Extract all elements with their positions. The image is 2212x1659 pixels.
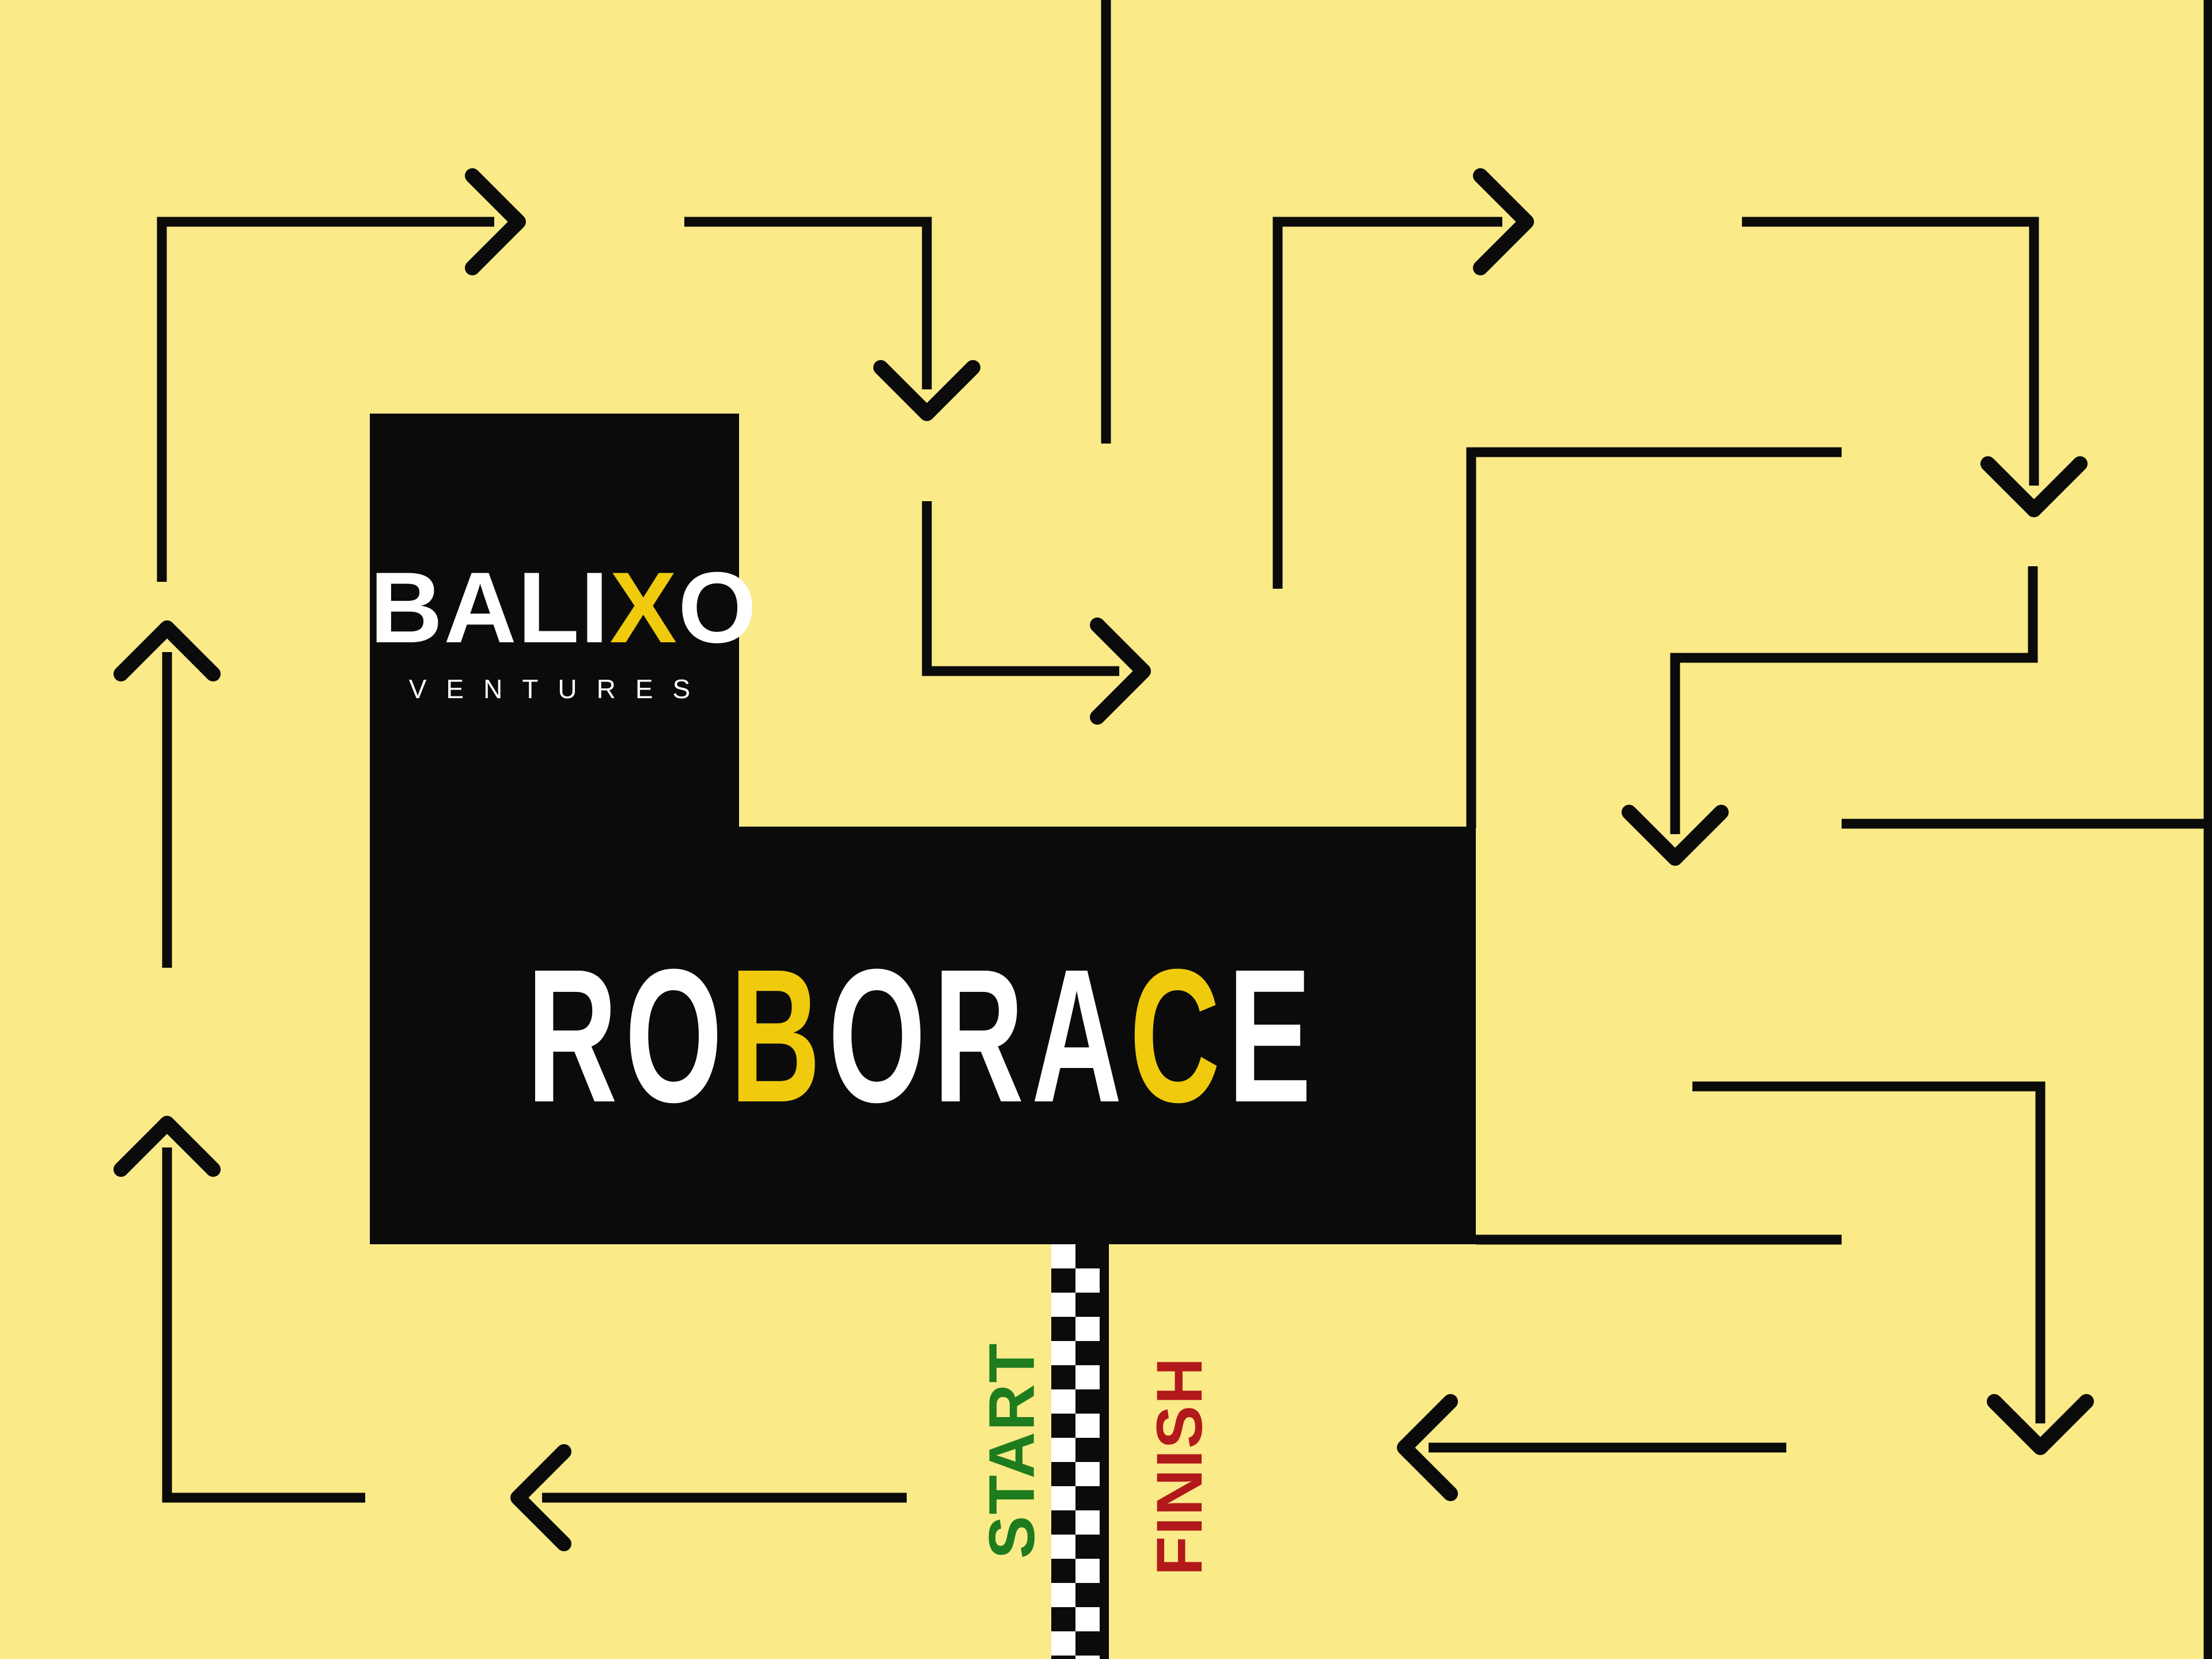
title-letter: A bbox=[1031, 929, 1130, 1142]
brand-name-end: O bbox=[678, 552, 758, 664]
line-block-top-hook bbox=[1466, 447, 1842, 828]
title-letter: R bbox=[527, 929, 625, 1142]
title-letter: O bbox=[828, 929, 934, 1142]
title-letter: C bbox=[1129, 929, 1228, 1142]
brand-name-start: BALI bbox=[370, 552, 610, 664]
arrow-right-zigzag-down bbox=[1622, 566, 2038, 866]
arrow-bottom-right-left bbox=[1397, 1394, 1786, 1501]
arrow-top-right-down bbox=[1742, 217, 2088, 517]
arrow-top-right-corner-right bbox=[1272, 168, 1534, 589]
start-label: START bbox=[976, 1342, 1048, 1559]
brand-subtitle: VENTURES bbox=[408, 674, 710, 704]
title-letter: R bbox=[933, 929, 1032, 1142]
title-letter: B bbox=[730, 929, 828, 1142]
arrow-bottom-right-corner-down bbox=[1692, 1081, 2094, 1455]
title-letter: E bbox=[1228, 929, 1319, 1142]
arrow-top-left-corner-right bbox=[157, 168, 526, 582]
arrow-top-mid-down bbox=[684, 217, 980, 421]
finish-label: FINISH bbox=[1143, 1356, 1215, 1576]
title-letter: O bbox=[624, 929, 730, 1142]
brand-name: BALIXO bbox=[370, 558, 756, 658]
arrow-bottom-left-corner-up bbox=[113, 1116, 365, 1503]
brand-logo: BALIXO VENTURES bbox=[370, 558, 756, 704]
arrow-mid-hook-right bbox=[922, 501, 1151, 725]
brand-name-accent-x: X bbox=[609, 552, 679, 664]
arrow-bottom-mid-left bbox=[510, 1444, 907, 1551]
finish-line-checkered-strip bbox=[1051, 1244, 1109, 1659]
arrow-left-mid-up bbox=[113, 620, 221, 968]
